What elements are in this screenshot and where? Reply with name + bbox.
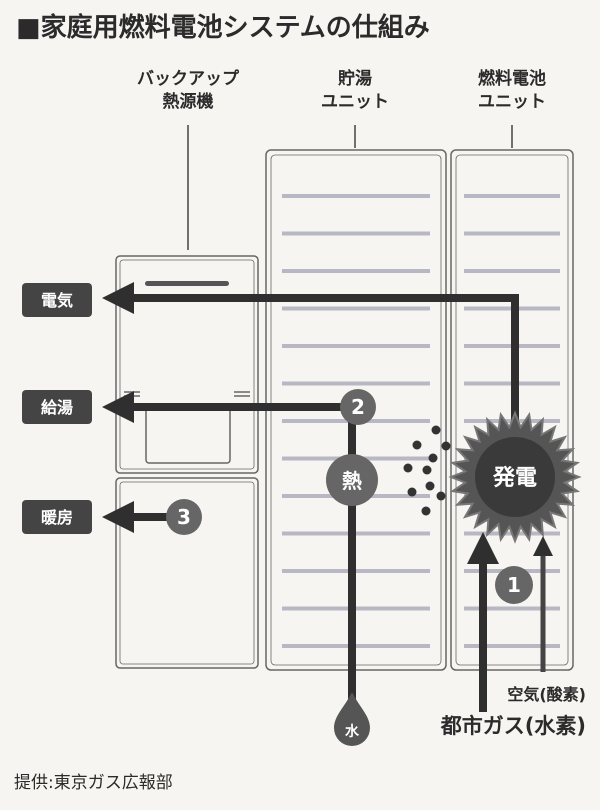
water-drop-icon: 水 [334,692,370,746]
output-electricity: 電気 [22,283,92,317]
heat-particle [412,440,422,450]
city-gas-label: 都市ガス(水素) [440,714,586,738]
hot-water-arrow [102,391,356,705]
svg-text:ユニット: ユニット [478,92,546,112]
credit-text: 提供:東京ガス広報部 [14,773,173,793]
step-3-badge: 3 [166,499,202,535]
svg-text:熱源機: 熱源機 [163,91,214,112]
heat-badge: 熱 [326,454,378,506]
heat-particle [428,453,438,463]
svg-text:給湯: 給湯 [41,398,73,417]
label-fuelcell-unit: 燃料電池 ユニット [478,68,546,112]
svg-text:1: 1 [507,573,521,597]
electricity-arrow [102,282,519,430]
step-1-badge: 1 [495,566,533,604]
svg-text:2: 2 [351,395,365,419]
label-storage-unit: 貯湯 ユニット [321,68,389,112]
svg-text:熱: 熱 [342,469,362,493]
svg-text:燃料電池: 燃料電池 [478,68,546,89]
svg-text:電気: 電気 [41,291,73,310]
power-generation-burst: 発電 [448,410,582,544]
svg-text:ユニット: ユニット [321,92,389,112]
heat-particle [436,491,446,501]
output-heating: 暖房 [22,500,92,534]
heat-particle [422,465,432,475]
backup-heater-unit [115,255,259,669]
heat-particle [425,481,435,491]
heat-particle [431,425,441,435]
svg-text:水: 水 [345,723,360,740]
svg-text:バックアップ: バックアップ [137,68,240,89]
heat-particles [403,425,451,516]
svg-text:貯湯: 貯湯 [338,68,372,89]
svg-text:3: 3 [177,505,191,529]
output-hot-water: 給湯 [22,390,92,424]
svg-text:暖房: 暖房 [41,508,73,527]
diagram-title: ■家庭用燃料電池システムの仕組み [16,12,430,43]
heat-particle [403,463,413,473]
air-label: 空気(酸素) [507,685,586,704]
heat-particle [441,441,451,451]
heat-particle [407,487,417,497]
step-2-badge: 2 [340,389,376,425]
label-backup-unit: バックアップ 熱源機 [137,68,240,112]
svg-text:発電: 発電 [492,466,537,491]
heat-particle [421,506,431,516]
